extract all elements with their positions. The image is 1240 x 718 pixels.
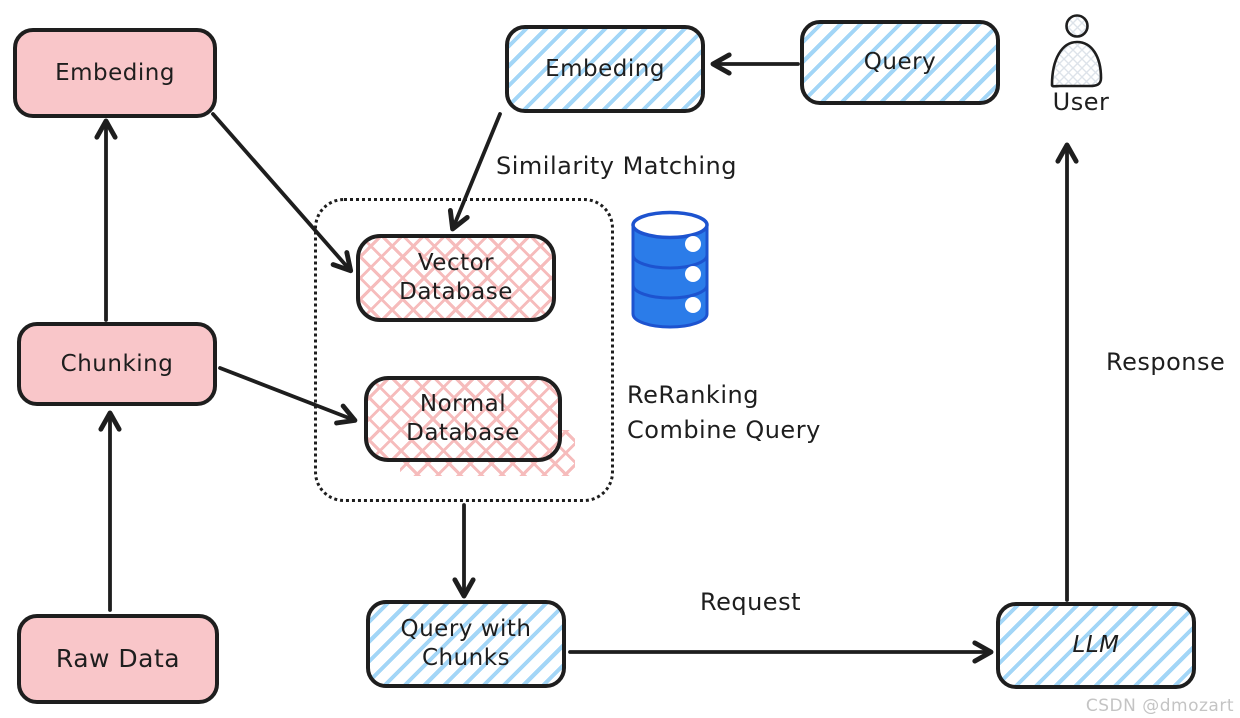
node-embedding-left-label: Embeding bbox=[55, 59, 175, 86]
user-label: User bbox=[1052, 88, 1110, 116]
node-query-with-chunks-label: Query with Chunks bbox=[400, 616, 532, 671]
watermark: CSDN @dmozart bbox=[1085, 696, 1234, 716]
retrieval-group-container bbox=[314, 198, 614, 502]
node-query-label: Query bbox=[863, 49, 937, 76]
node-embedding-top-label: Embeding bbox=[545, 55, 665, 82]
reranking-line2: Combine Query bbox=[627, 416, 821, 444]
request-label: Request bbox=[700, 588, 801, 616]
node-llm-label: LLM bbox=[1072, 632, 1120, 659]
reranking-label: ReRanking Combine Query bbox=[627, 378, 827, 448]
node-raw-data: Raw Data bbox=[17, 614, 219, 704]
node-query: Query bbox=[800, 20, 1000, 105]
reranking-line1: ReRanking bbox=[627, 381, 759, 409]
node-vector-database-label: Vector Database bbox=[399, 250, 513, 305]
user-person-icon bbox=[1050, 14, 1103, 88]
node-vector-database: Vector Database bbox=[356, 234, 556, 322]
node-raw-data-label: Raw Data bbox=[55, 644, 181, 674]
node-normal-database: Normal Database bbox=[364, 376, 562, 462]
node-embedding-left: Embeding bbox=[13, 28, 217, 118]
node-embedding-top: Embeding bbox=[505, 25, 705, 113]
node-chunking: Chunking bbox=[17, 322, 217, 406]
node-llm: LLM bbox=[996, 602, 1196, 689]
database-cylinder-icon bbox=[631, 210, 709, 329]
similarity-matching-label: Similarity Matching bbox=[496, 152, 737, 180]
node-normal-database-label: Normal Database bbox=[406, 391, 520, 446]
node-chunking-label: Chunking bbox=[60, 350, 174, 377]
node-query-with-chunks: Query with Chunks bbox=[366, 600, 566, 688]
response-label: Response bbox=[1106, 348, 1226, 376]
